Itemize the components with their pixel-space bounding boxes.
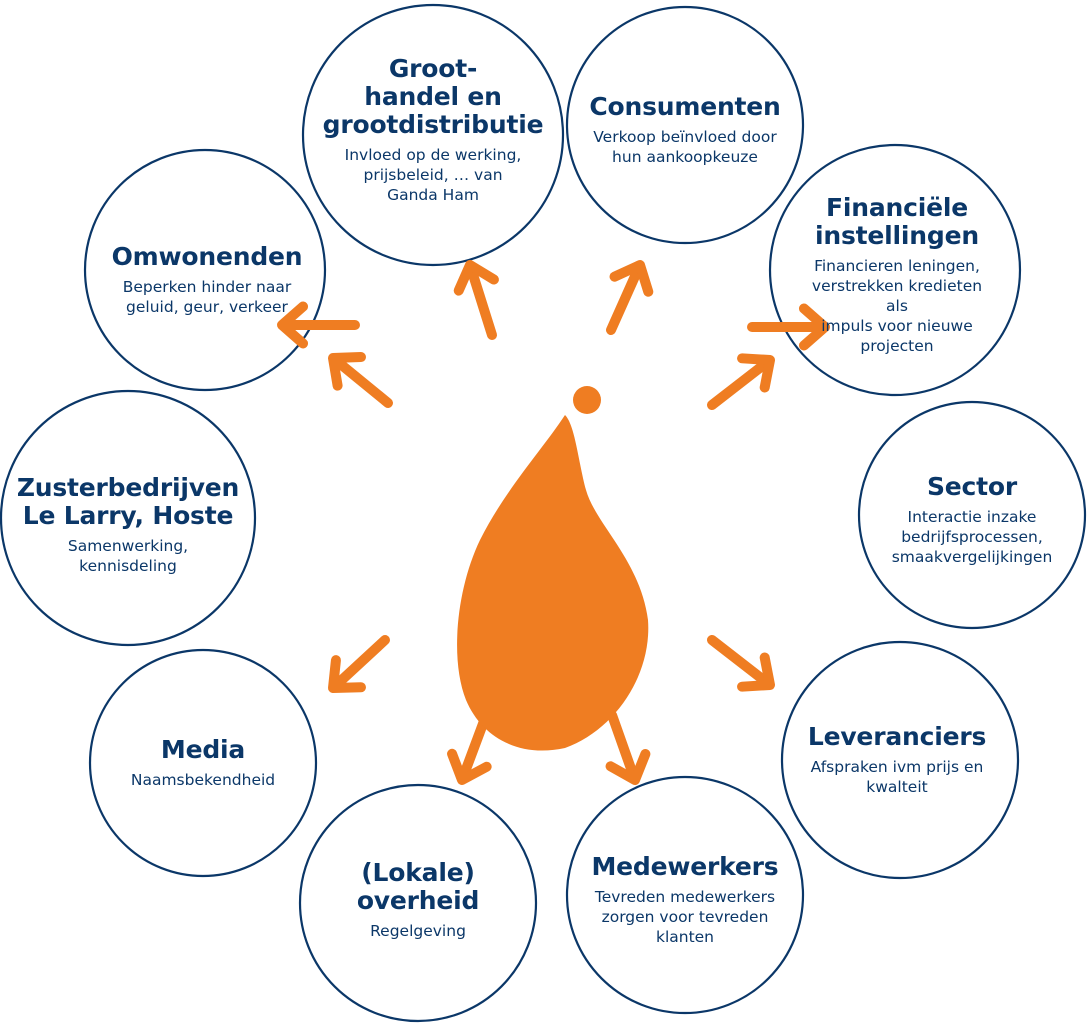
stakeholder-description: Regelgeving xyxy=(370,922,466,940)
stakeholder-title: Medewerkers xyxy=(591,852,779,881)
stakeholder-circle-medewerkers xyxy=(565,775,805,1015)
stakeholder-circle-omwonenden xyxy=(83,148,327,392)
arrow-groothandel xyxy=(453,260,499,340)
stakeholder-circle-consumenten xyxy=(565,5,805,245)
stakeholder-title: (Lokale) overheid xyxy=(356,858,480,915)
stakeholder-circle-financiele-instellingen xyxy=(768,143,1022,397)
stakeholder-circle-overheid xyxy=(298,783,538,1023)
stakeholder-title: Groot- handel en grootdistributie xyxy=(322,54,544,139)
stakeholder-title: Leveranciers xyxy=(807,722,987,751)
stakeholder-circle-media xyxy=(88,648,318,878)
stakeholder-title: Media xyxy=(160,735,246,764)
stakeholder-title: Sector xyxy=(926,472,1018,501)
stakeholder-description: Verkoop beïnvloed door hun aankoopkeuze xyxy=(593,128,777,166)
stakeholder-title: Consumenten xyxy=(589,92,781,121)
stakeholder-description: Interactie inzake bedrijfsprocessen, sma… xyxy=(891,508,1053,566)
ham-body xyxy=(457,415,649,751)
stakeholder-description: Afspraken ivm prijs en kwalteit xyxy=(810,758,984,796)
arrow-zusterbedrijven xyxy=(277,301,360,349)
stakeholder-title: Zusterbedrijven Le Larry, Hoste xyxy=(16,473,240,530)
arrow-consumenten xyxy=(606,260,654,335)
arrow-sector xyxy=(747,303,830,351)
arrows-layer xyxy=(277,260,830,785)
stakeholder-title: Financiële instellingen xyxy=(815,193,979,250)
stakeholder-title: Omwonenden xyxy=(111,242,303,271)
stakeholder-description: Beperken hinder naar geluid, geur, verke… xyxy=(122,278,292,316)
circles-layer xyxy=(0,3,1087,1023)
arrow-financiele-instellingen xyxy=(707,353,775,410)
arrow-media xyxy=(328,635,390,693)
stakeholder-circle-sector xyxy=(857,400,1087,630)
stakeholder-circle-leveranciers xyxy=(780,640,1020,880)
ham-knob xyxy=(573,386,601,414)
stakeholder-description: Naamsbekendheid xyxy=(130,771,276,789)
ham-icon xyxy=(457,386,649,751)
stakeholder-circle-groothandel xyxy=(301,3,565,267)
arrow-medewerkers xyxy=(605,710,651,785)
stakeholder-description: Invloed op de werking, prijsbeleid, … va… xyxy=(344,146,522,204)
arrow-omwonenden xyxy=(328,352,393,408)
stakeholder-description: Tevreden medewerkers zorgen voor tevrede… xyxy=(594,888,776,946)
stakeholder-description: Samenwerking, kennisdeling xyxy=(67,537,189,575)
stakeholder-circle-zusterbedrijven xyxy=(0,389,257,647)
stakeholder-description: Financieren leningen, verstrekken kredie… xyxy=(811,257,983,355)
arrow-leveranciers xyxy=(707,635,775,692)
